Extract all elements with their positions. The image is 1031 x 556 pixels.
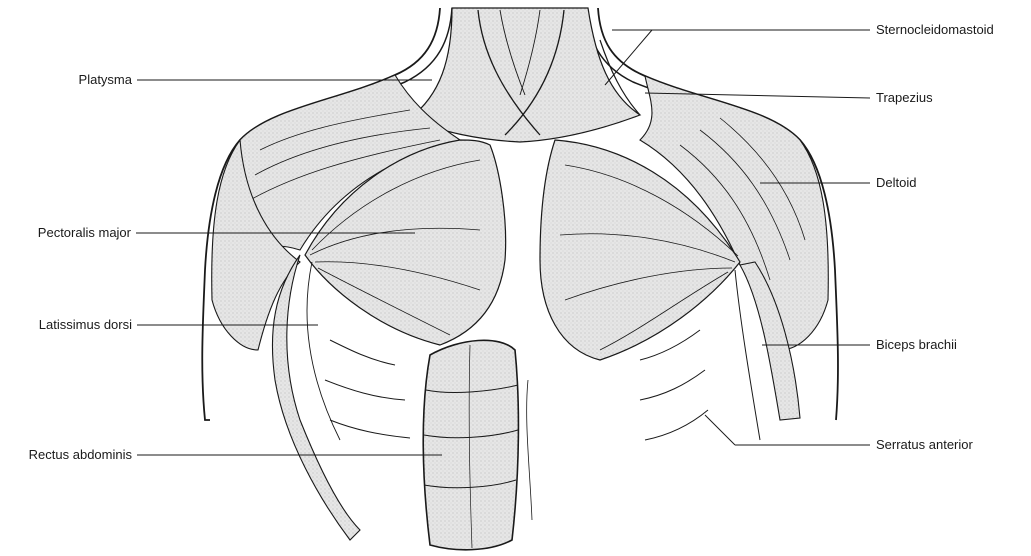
label-serratus-anterior: Serratus anterior <box>876 437 973 452</box>
label-pectoralis-major: Pectoralis major <box>38 225 132 240</box>
label-deltoid: Deltoid <box>876 175 916 190</box>
rectus-abdominis <box>423 340 532 549</box>
label-platysma: Platysma <box>79 72 133 87</box>
label-rectus-abdominis: Rectus abdominis <box>29 447 133 462</box>
label-biceps-brachii: Biceps brachii <box>876 337 957 352</box>
serratus-anterior-left <box>325 340 410 438</box>
label-latissimus-dorsi: Latissimus dorsi <box>39 317 132 332</box>
neck-muscles <box>410 8 640 142</box>
label-sternocleidomastoid: Sternocleidomastoid <box>876 22 994 37</box>
serratus-anterior-right <box>640 330 708 440</box>
label-trapezius: Trapezius <box>876 90 933 105</box>
leader-serratus-anterior-pointer <box>705 415 735 445</box>
